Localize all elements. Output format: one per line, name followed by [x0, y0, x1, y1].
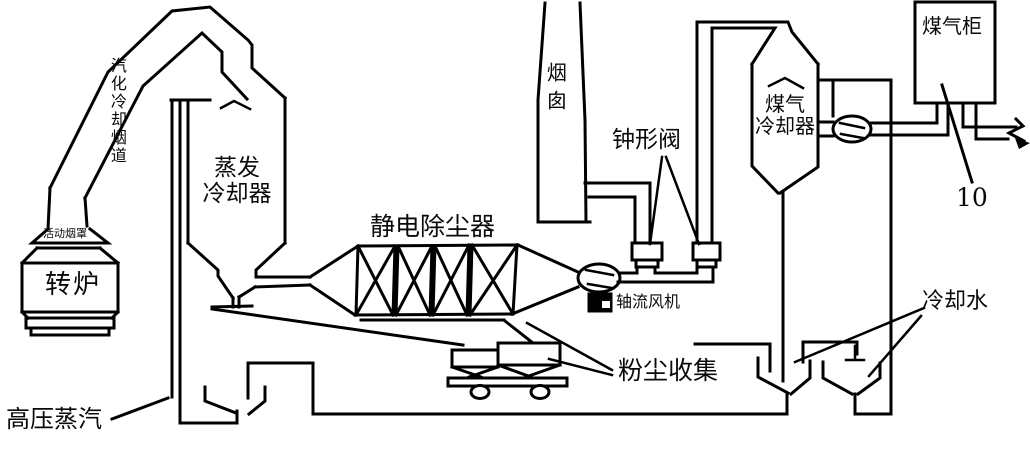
- middle-water-seal: [693, 342, 812, 397]
- gas-cooler-label: 煤气 冷却器: [746, 93, 824, 138]
- dust-collection-leader-lines: [525, 321, 614, 377]
- dust-bin-right: [496, 341, 562, 367]
- evaporative-cooler-vessel: [169, 96, 465, 347]
- dust-collection-cart: [446, 341, 569, 400]
- steam-pipe-and-left-water-seal: [110, 98, 267, 425]
- cooling-water-label: 冷却水: [922, 289, 989, 314]
- high-pressure-steam-label: 高压蒸汽: [6, 405, 102, 433]
- bell-valves: [630, 241, 722, 269]
- bell-valve-leader-lines: [648, 155, 701, 246]
- bell-valve-label: 钟形阀: [612, 127, 681, 153]
- flow-out-arrow-icon: [1005, 116, 1027, 144]
- gas-cooler-label-line1: 煤气: [765, 92, 805, 116]
- evaporative-cooler-label-line1: 蒸发: [214, 155, 260, 181]
- dust-bin-left: [450, 348, 500, 369]
- gas-cooler-riser-pipe: [695, 20, 821, 245]
- fan-blade-icon: [584, 268, 615, 290]
- blower-blade-icon: [838, 121, 866, 140]
- right-water-seal: [801, 340, 893, 416]
- movable-hood-label: 活动烟罩: [43, 227, 87, 240]
- cooling-water-leader-lines: [793, 306, 926, 378]
- electrostatic-precipitator-label: 静电除尘器: [370, 212, 496, 241]
- vent-mark-icon: [219, 99, 252, 111]
- water-inlet-icon: [844, 344, 866, 362]
- gas-cooler-vessel: [750, 62, 835, 383]
- dust-collection-label: 粉尘收集: [618, 356, 719, 385]
- gas-holder-leader-line: [940, 83, 974, 184]
- high-pressure-steam-leader-line: [110, 396, 170, 421]
- leader-lines: [525, 155, 926, 378]
- drain-channel: [246, 361, 789, 416]
- gas-holder-number-label: 10: [956, 183, 988, 212]
- booster-blower: [831, 101, 950, 144]
- vaporization-cooling-flue-duct: [47, 5, 288, 201]
- evaporative-cooler-label-line2: 冷却器: [202, 180, 272, 207]
- chimney-stack: [536, 1, 592, 224]
- vaporization-cooling-flue-label: 汽化冷却烟道: [107, 57, 127, 165]
- axial-fan-label: 轴流风机: [616, 292, 681, 311]
- cart-wheel-icon: [529, 384, 551, 400]
- bell-valve-right: [691, 241, 722, 262]
- cooler-overflow-line: [816, 78, 893, 416]
- electrostatic-precipitator: [307, 242, 580, 346]
- axial-fan: [576, 262, 622, 313]
- cart-wheel-icon: [469, 384, 491, 400]
- gas-holder: [913, 0, 1030, 184]
- chimney-branch-pipe: [583, 181, 652, 245]
- bell-valve-left: [630, 241, 664, 262]
- gas-holder-label: 煤气柜: [922, 14, 982, 38]
- converter-label: 转炉: [45, 270, 102, 300]
- fan-discharge-duct: [616, 265, 715, 284]
- chimney-label: 烟囱: [543, 62, 568, 118]
- cart-platform: [446, 376, 569, 388]
- converter-vessel: [19, 186, 121, 337]
- gas-cooler-label-line2: 冷却器: [755, 114, 815, 139]
- vent-mark-icon: [767, 76, 805, 90]
- evaporative-cooler-label: 蒸发 冷却器: [191, 155, 283, 208]
